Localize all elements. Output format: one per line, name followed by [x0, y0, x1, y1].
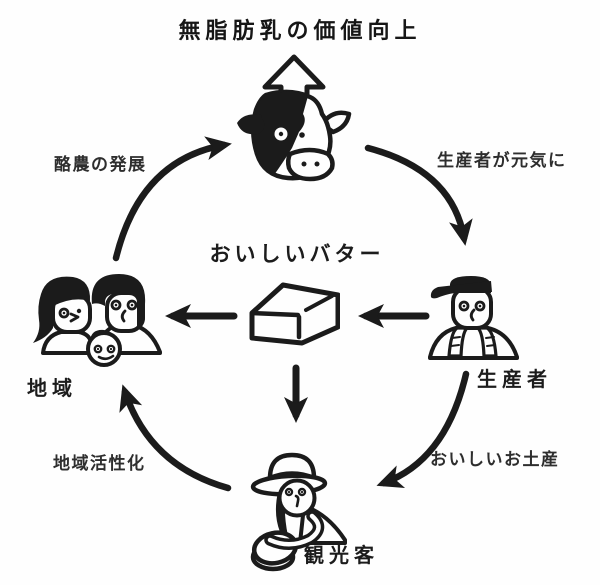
family-icon: [33, 274, 162, 367]
butter-block-icon: [249, 282, 340, 346]
arrow-producer-to-tourist: [376, 370, 470, 488]
tourist-node-label: 観光客: [304, 543, 379, 567]
producer-node-label: 生産者: [477, 367, 552, 391]
edge-label-dairy-development: 酪農の発展: [54, 155, 147, 175]
arrow-community-to-cow: [112, 136, 232, 262]
diagram-title: 無脂肪乳の価値向上: [178, 19, 422, 44]
center-butter-label: おいしいバター: [209, 242, 385, 266]
edge-label-tasty-souvenir: おいしいお土産: [430, 450, 560, 470]
arrow-tourist-to-community: [119, 384, 232, 492]
cow-icon: [237, 89, 352, 182]
community-node-label: 地域: [27, 376, 77, 400]
edge-label-producer-energized: 生産者が元気に: [437, 151, 567, 171]
farmer-icon: [428, 276, 519, 360]
tourist-icon: [250, 452, 347, 572]
edge-label-regional-revitalization: 地域活性化: [53, 454, 146, 474]
arrow-cow-to-producer: [364, 144, 473, 246]
